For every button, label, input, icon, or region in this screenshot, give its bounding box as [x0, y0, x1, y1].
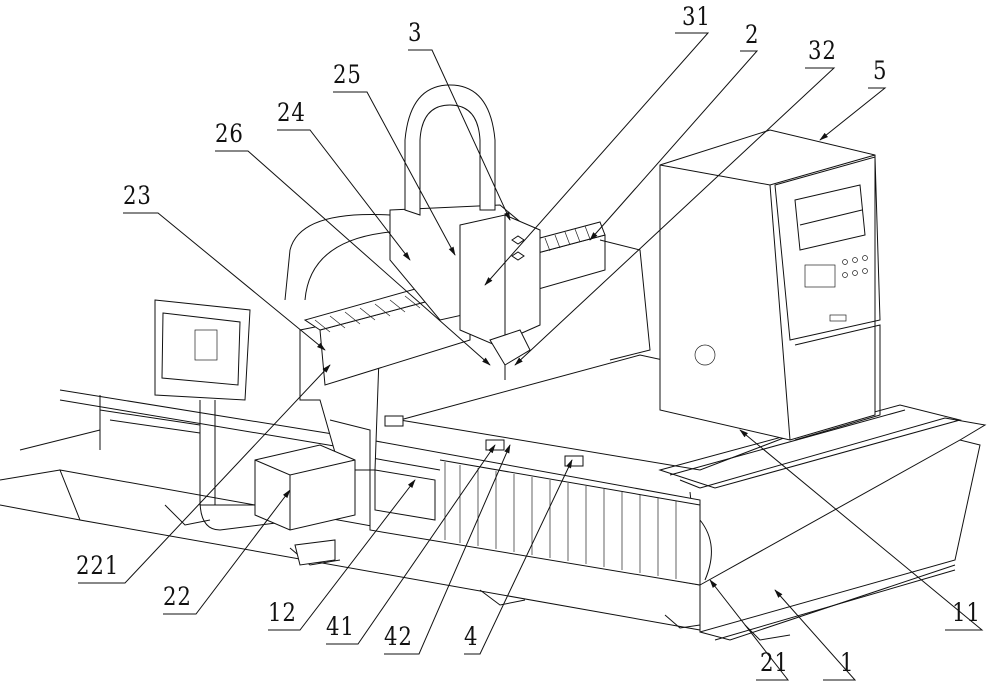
label-12: 12 [268, 598, 297, 627]
label-42: 42 [384, 622, 413, 651]
label-41: 41 [326, 612, 355, 641]
label-25: 25 [333, 60, 362, 89]
label-22: 22 [163, 582, 192, 611]
label-21: 21 [760, 648, 789, 677]
label-4: 4 [464, 622, 479, 651]
label-31: 31 [682, 2, 711, 31]
label-5: 5 [873, 56, 888, 85]
label-2: 2 [745, 20, 760, 49]
label-3: 3 [408, 18, 423, 47]
label-1: 1 [840, 648, 855, 677]
label-23: 23 [123, 181, 152, 210]
label-32: 32 [808, 36, 837, 65]
label-221: 221 [76, 551, 120, 580]
base-bed [0, 417, 987, 641]
label-26: 26 [215, 119, 244, 148]
cutting-head [404, 84, 541, 380]
leader-lines [78, 32, 984, 681]
label-11: 11 [952, 598, 981, 627]
label-24: 24 [277, 98, 306, 127]
control-cabinet [659, 129, 881, 441]
operator-panel [154, 299, 356, 566]
front-cover [59, 389, 712, 586]
